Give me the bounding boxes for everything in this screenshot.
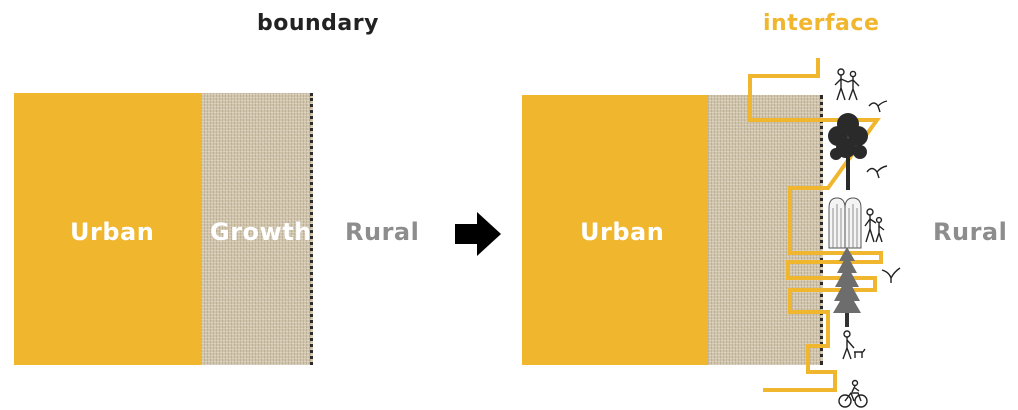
urban-block-left bbox=[14, 93, 201, 365]
tree-icon bbox=[828, 113, 868, 190]
family-walking-icon bbox=[834, 68, 860, 101]
conifer-tree-icon bbox=[833, 247, 861, 327]
cyclist-icon bbox=[838, 379, 868, 408]
right-arrow-icon bbox=[455, 212, 501, 256]
bird-icon bbox=[868, 100, 888, 113]
interface-texture-block bbox=[708, 95, 823, 365]
boundary-heading: boundary bbox=[257, 11, 379, 36]
growth-block bbox=[201, 93, 313, 365]
urban-block-right bbox=[522, 95, 708, 365]
grain-silo-icon bbox=[828, 197, 862, 249]
interface-heading: interface bbox=[763, 11, 880, 36]
bird-icon bbox=[881, 267, 901, 283]
family-walking-icon bbox=[864, 208, 885, 243]
person-with-dog-icon bbox=[842, 330, 866, 360]
rural-label-right: Rural bbox=[933, 218, 1008, 246]
rural-label-left: Rural bbox=[345, 218, 420, 246]
growth-label: Growth bbox=[210, 218, 312, 246]
urban-label-right: Urban bbox=[580, 218, 665, 246]
urban-label-left: Urban bbox=[70, 218, 155, 246]
bird-icon bbox=[866, 165, 888, 179]
